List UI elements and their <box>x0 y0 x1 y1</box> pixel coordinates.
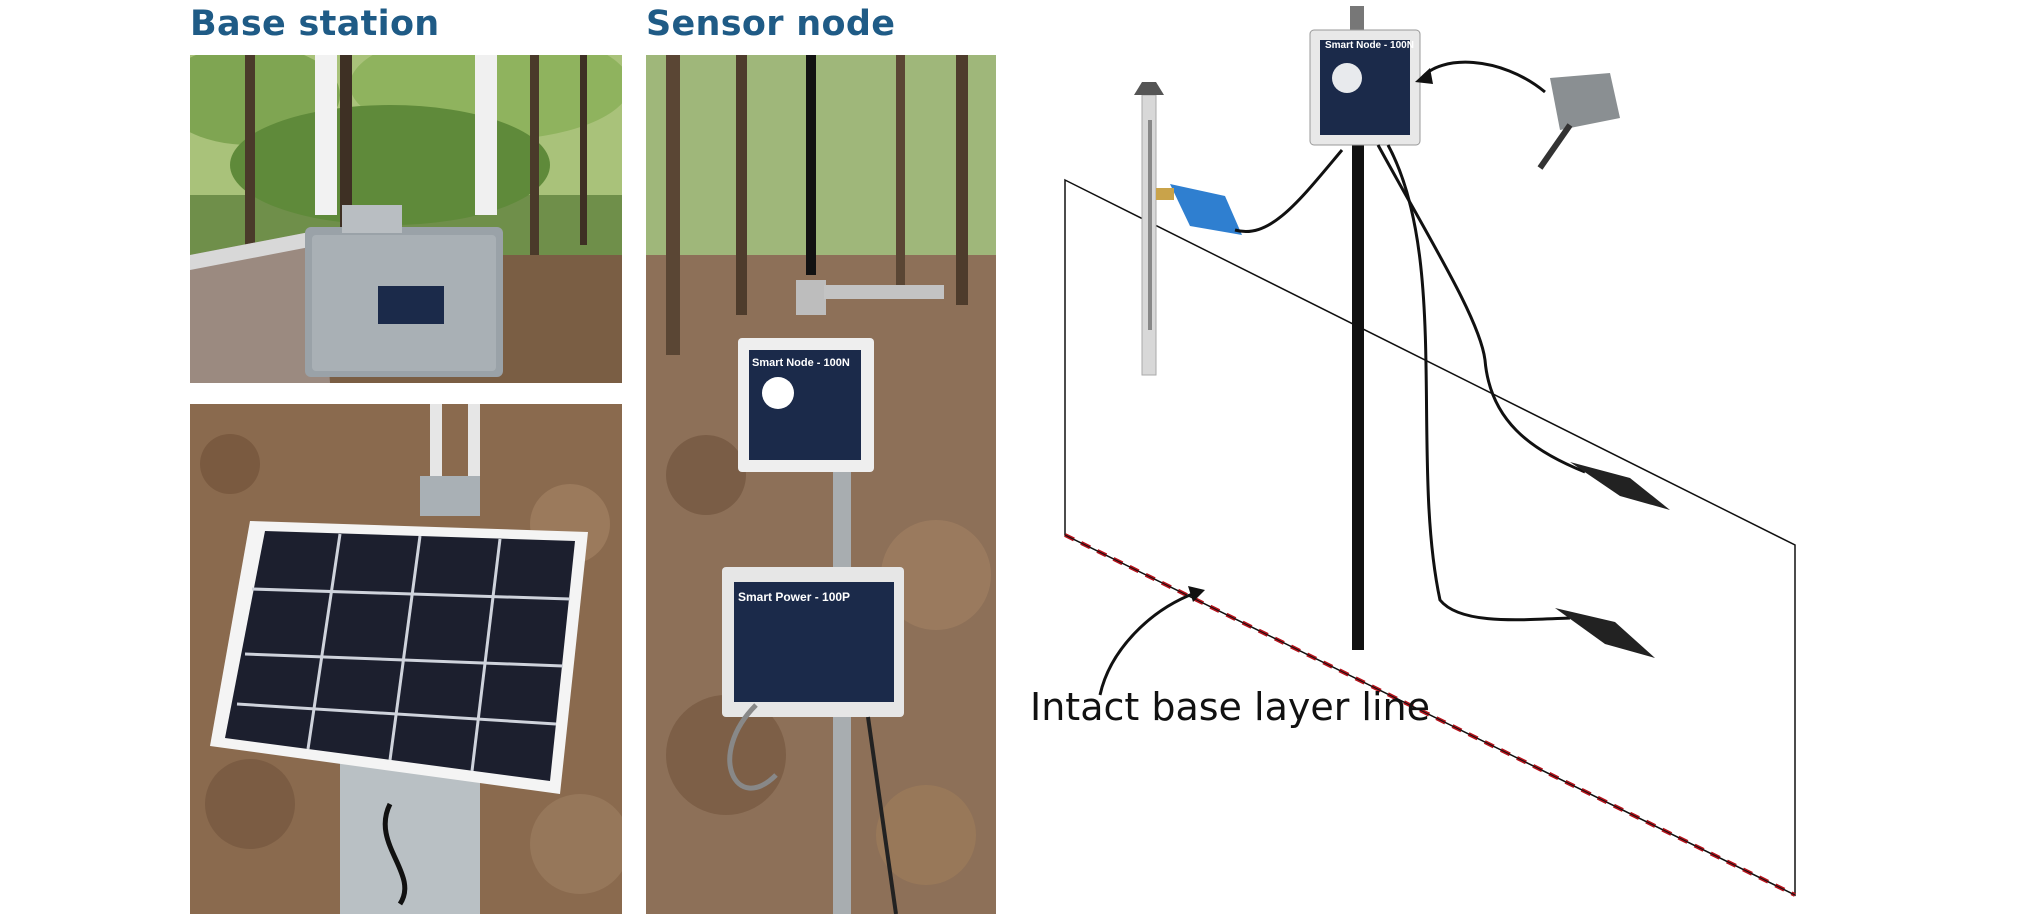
solar-panel-photo <box>190 404 622 914</box>
base-layer-annotation: Intact base layer line <box>1030 685 1431 729</box>
smart-power-box-label: Smart Power - 100P <box>738 590 851 604</box>
sensor-node-box-label: Smart Node - 100N <box>752 357 850 369</box>
diagram-node-box-label: Smart Node - 100N <box>1325 40 1414 51</box>
antenna-connector <box>1350 6 1364 36</box>
blue-sensor-module <box>1170 184 1242 235</box>
installation-diagram: Smart Node - 100N Intact base layer line <box>1030 0 2031 914</box>
base-station-heading: Base station <box>190 4 440 44</box>
soil-sensor-lower <box>1555 608 1655 658</box>
soil-sensor-upper <box>1570 462 1670 510</box>
base-station-photo-top <box>190 55 622 383</box>
sensor-node-heading: Sensor node <box>646 4 896 44</box>
probe-sensor <box>1550 73 1620 130</box>
sensor-pole <box>1352 140 1364 650</box>
sensor-node-photo: Smart Node - 100N Smart Power - 100P <box>646 55 996 914</box>
